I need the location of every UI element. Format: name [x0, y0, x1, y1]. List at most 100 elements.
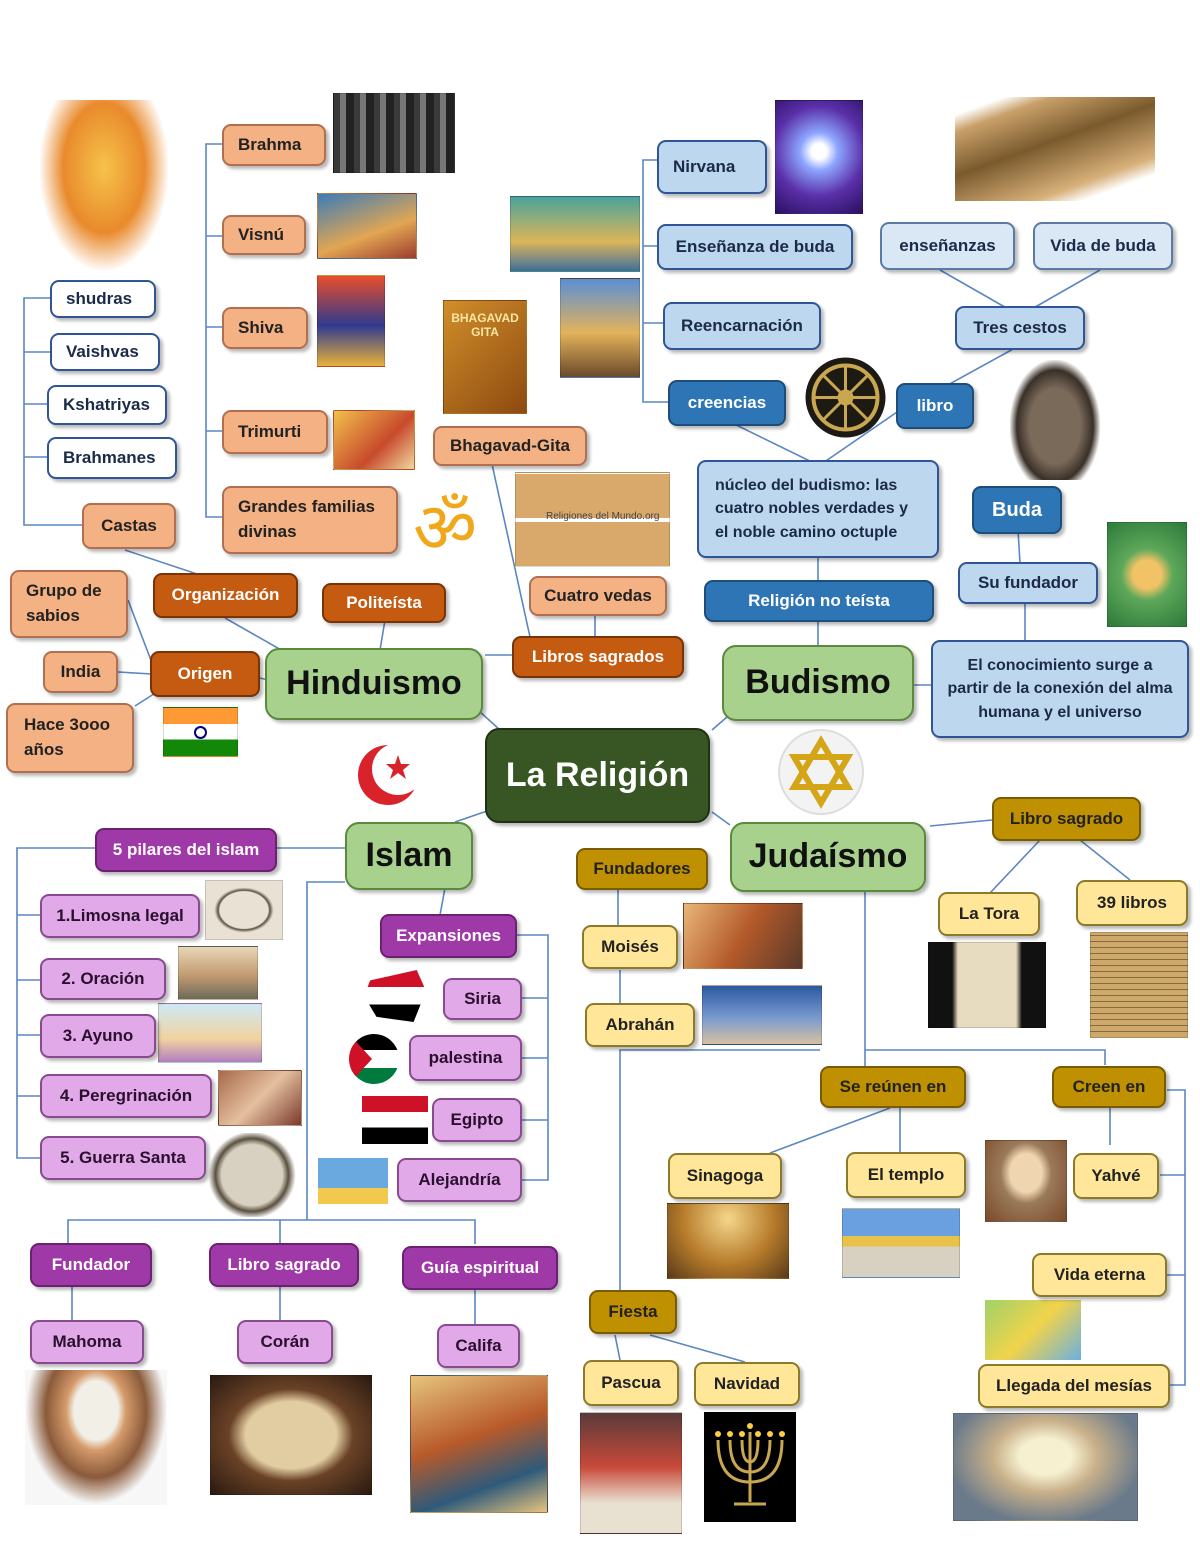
nucleo-node[interactable]: núcleo del budismo: las cuatro nobles ve…: [697, 460, 939, 558]
charity-image: [205, 880, 283, 940]
fiesta-node[interactable]: Fiesta: [589, 1290, 677, 1334]
tres-cestos-node[interactable]: Tres cestos: [955, 306, 1085, 350]
casta-brahmanes[interactable]: Brahmanes: [47, 437, 177, 479]
manuscript-watermark: Religiones del Mundo.org: [546, 511, 660, 522]
mahoma-node[interactable]: Mahoma: [30, 1320, 144, 1364]
god-brahma[interactable]: Brahma: [222, 124, 326, 166]
conocimiento-node[interactable]: El conocimiento surge a partir de la con…: [931, 640, 1189, 738]
39-libros-node[interactable]: 39 libros: [1076, 880, 1188, 926]
alexandria-flag-icon: [318, 1158, 388, 1204]
india-flag-icon: [163, 707, 238, 757]
vida-eterna-node[interactable]: Vida eterna: [1032, 1253, 1167, 1297]
fasting-image: [158, 1003, 262, 1063]
place-siria[interactable]: Siria: [443, 978, 522, 1020]
god-visnu[interactable]: Visnú: [222, 215, 306, 255]
place-palestina[interactable]: palestina: [409, 1035, 522, 1081]
politeista-node[interactable]: Politeísta: [322, 583, 446, 623]
om-symbol-icon: ॐ: [413, 487, 477, 569]
organizacion-node[interactable]: Organización: [153, 573, 298, 618]
yahve-image: [985, 1140, 1067, 1222]
pilar-limosna[interactable]: 1.Limosna legal: [40, 894, 200, 938]
pilar-ayuno[interactable]: 3. Ayuno: [40, 1014, 156, 1058]
buda-node[interactable]: Buda: [972, 486, 1062, 534]
creencia-reencarnacion[interactable]: Reencarnación: [663, 302, 821, 350]
bhagavad-gita-book: BHAGAVAD GITA: [443, 300, 527, 414]
buddha-tree-image: [510, 196, 640, 272]
center-node[interactable]: La Religión: [485, 728, 710, 823]
pascua-node[interactable]: Pascua: [583, 1360, 679, 1406]
pilar-guerra-santa[interactable]: 5. Guerra Santa: [40, 1136, 206, 1180]
grupo-sabios-node[interactable]: Grupo de sabios: [10, 570, 128, 638]
libro-sagrado-islam-node[interactable]: Libro sagrado: [209, 1243, 359, 1287]
god-shiva[interactable]: Shiva: [222, 307, 308, 349]
hace-node[interactable]: Hace 3ooo años: [6, 703, 134, 773]
star-of-david-icon: [776, 727, 866, 817]
sinagoga-node[interactable]: Sinagoga: [668, 1153, 782, 1199]
coran-node[interactable]: Corán: [237, 1320, 333, 1364]
casta-kshatriyas[interactable]: Kshatriyas: [47, 385, 167, 425]
coran-image: [210, 1375, 372, 1495]
budismo-node[interactable]: Budismo: [722, 645, 914, 721]
su-fundador-node[interactable]: Su fundador: [958, 562, 1098, 604]
torah-scroll-image: [928, 942, 1046, 1028]
ensenanzas-node[interactable]: enseñanzas: [880, 222, 1015, 270]
el-templo-node[interactable]: El templo: [846, 1152, 966, 1198]
creencias-node[interactable]: creencias: [668, 380, 786, 426]
india-node[interactable]: India: [43, 651, 118, 693]
origen-node[interactable]: Origen: [150, 651, 260, 697]
god-grandes-familias[interactable]: Grandes familias divinas: [222, 486, 398, 554]
califa-image: [410, 1375, 548, 1513]
place-alejandria[interactable]: Alejandría: [397, 1158, 522, 1202]
vishnu-image: [317, 193, 417, 259]
casta-shudras[interactable]: shudras: [50, 280, 156, 318]
castas-node[interactable]: Castas: [82, 503, 176, 549]
creencia-ensenanza[interactable]: Enseñanza de buda: [657, 224, 853, 270]
temple-image: [842, 1208, 960, 1278]
bhagavad-gita-node[interactable]: Bhagavad-Gita: [433, 426, 587, 466]
place-egipto[interactable]: Egipto: [432, 1098, 522, 1142]
islam-node[interactable]: Islam: [345, 822, 473, 890]
pilgrimage-image: [218, 1070, 302, 1126]
casta-vaishvas[interactable]: Vaishvas: [50, 333, 160, 371]
pilar-peregrinacion[interactable]: 4. Peregrinación: [40, 1074, 212, 1118]
abrahan-node[interactable]: Abrahán: [585, 1003, 695, 1047]
libro-node[interactable]: libro: [896, 383, 974, 429]
libros-sagrados-node[interactable]: Libros sagrados: [512, 636, 684, 678]
se-reunen-node[interactable]: Se reúnen en: [820, 1066, 966, 1108]
god-trimurti[interactable]: Trimurti: [222, 410, 328, 454]
cuatro-vedas-node[interactable]: Cuatro vedas: [529, 576, 667, 616]
crescent-star-icon: [352, 737, 424, 809]
creencia-nirvana[interactable]: Nirvana: [657, 140, 767, 194]
egypt-flag-icon: [362, 1096, 428, 1144]
hinduismo-node[interactable]: Hinduismo: [265, 648, 483, 720]
judaismo-node[interactable]: Judaísmo: [730, 822, 926, 892]
trimurti-image: [333, 410, 415, 470]
fundador-node[interactable]: Fundador: [30, 1243, 152, 1287]
pilares-node[interactable]: 5 pilares del islam: [95, 828, 277, 872]
pascua-image: [580, 1412, 682, 1534]
vida-buda-node[interactable]: Vida de buda: [1033, 222, 1173, 270]
navidad-node[interactable]: Navidad: [694, 1362, 800, 1406]
pilar-oracion[interactable]: 2. Oración: [40, 958, 166, 1000]
expansiones-node[interactable]: Expansiones: [380, 914, 517, 958]
mesias-node[interactable]: Llegada del mesías: [978, 1364, 1170, 1408]
la-tora-node[interactable]: La Tora: [938, 892, 1040, 936]
prayer-image: [178, 946, 258, 1000]
guia-espiritual-node[interactable]: Guía espiritual: [402, 1246, 558, 1290]
fundadores-node[interactable]: Fundadores: [576, 848, 708, 890]
messiah-image: [953, 1413, 1138, 1521]
nirvana-image: [775, 100, 863, 214]
yahve-node[interactable]: Yahvé: [1073, 1153, 1159, 1199]
califa-node[interactable]: Califa: [437, 1324, 520, 1368]
religion-no-teista-node[interactable]: Religión no teísta: [704, 580, 934, 622]
buddha-green-image: [1107, 522, 1187, 627]
eternal-life-image: [985, 1300, 1081, 1360]
palestine-flag-icon: [348, 1033, 400, 1085]
brahma-image: [40, 100, 168, 270]
moises-node[interactable]: Moisés: [582, 925, 678, 969]
libro-sagrado-judaismo-node[interactable]: Libro sagrado: [992, 797, 1141, 841]
menorah-icon: [704, 1412, 796, 1522]
reincarnation-image: [560, 278, 640, 378]
creen-en-node[interactable]: Creen en: [1052, 1066, 1166, 1108]
